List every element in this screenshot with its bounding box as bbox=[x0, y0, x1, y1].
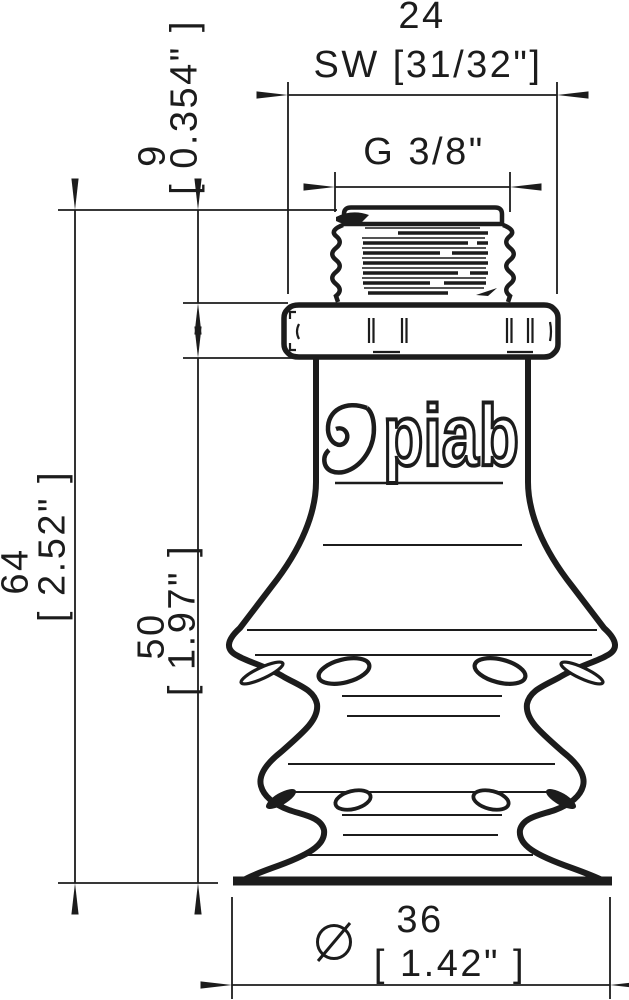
dim-cup-height-metric: 50 bbox=[130, 612, 172, 659]
cup-surface-lines bbox=[247, 544, 597, 856]
dim-fitting-height-metric: 9 bbox=[131, 143, 173, 167]
thread-top-cap bbox=[341, 205, 505, 227]
diameter-symbol bbox=[316, 922, 352, 962]
dim-overall-height-metric: 64 bbox=[0, 547, 36, 594]
dim-cup-diameter-metric: 36 bbox=[396, 899, 443, 941]
thread-lines-thick bbox=[363, 231, 488, 295]
dim-cup-diameter-imperial: [ 1.42" ] bbox=[374, 943, 526, 985]
dim-thread-label: G 3/8" bbox=[363, 131, 484, 173]
thread-left-crest-edge bbox=[330, 222, 344, 303]
thread-runout-mark bbox=[476, 288, 497, 296]
hex-nut-facet-lines bbox=[288, 310, 553, 354]
piab-logo: piab bbox=[322, 386, 521, 486]
thread-right-crest-edge bbox=[502, 222, 516, 303]
dim-wrench-size-imperial: SW [31/32"] bbox=[314, 44, 543, 86]
fold-lip-crescent-lower-right bbox=[545, 789, 577, 809]
dim-cup-height-imperial: [ 1.97" ] bbox=[161, 544, 203, 696]
piab-logo-text: piab bbox=[383, 388, 519, 484]
vent-hole-upper-left bbox=[316, 656, 372, 686]
thread-lines-thin bbox=[362, 227, 486, 289]
fold-lip-crescent-right bbox=[559, 660, 605, 686]
dim-wrench-size-metric: 24 bbox=[398, 0, 445, 37]
bellows-cup-body: piab bbox=[226, 353, 618, 886]
thread-start-wedge bbox=[336, 212, 369, 225]
hex-nut bbox=[281, 302, 561, 360]
threaded-fitting bbox=[330, 205, 516, 303]
vent-hole-lower-left bbox=[333, 788, 373, 812]
dim-overall-height-imperial: [ 2.52" ] bbox=[31, 470, 73, 622]
vent-hole-upper-right bbox=[472, 656, 528, 686]
hex-nut-outline bbox=[281, 302, 561, 360]
piab-logo-mark-icon bbox=[322, 406, 377, 475]
vent-hole-lower-right bbox=[471, 788, 511, 812]
dim-fitting-height-imperial: [ 0.354" ] bbox=[163, 19, 205, 195]
dimension-labels: 24 SW [31/32"] G 3/8" 9 [ 0.354" ] 64 [ … bbox=[0, 0, 543, 985]
fold-lip-crescent-left bbox=[239, 660, 285, 686]
piab-logo-mark-icon bbox=[325, 403, 368, 447]
dimension-layer bbox=[58, 82, 629, 999]
fold-lip-crescent-lower-left bbox=[265, 789, 297, 809]
